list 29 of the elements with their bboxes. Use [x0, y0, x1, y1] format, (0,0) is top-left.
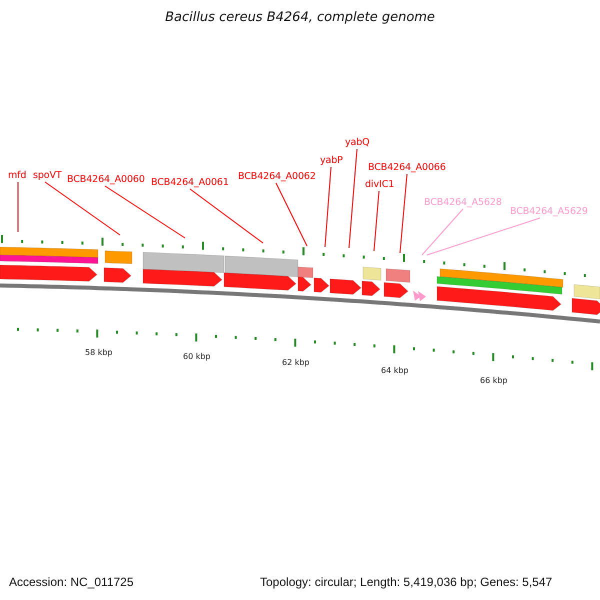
leader-line: [190, 188, 264, 244]
scale-label: 58 kbp: [85, 347, 113, 359]
leader-line: [104, 186, 186, 238]
gene-label: yabQ: [345, 137, 370, 149]
leader-line: [324, 166, 332, 248]
gene-label: BCB4264_A0066: [368, 162, 446, 174]
scale-label: 60 kbp: [183, 351, 211, 363]
gene-label: divIC1: [365, 179, 394, 191]
leader-line: [374, 190, 380, 252]
scale-label: 66 kbp: [480, 375, 508, 387]
leader-line: [44, 182, 120, 236]
gene-label: BCB4264_A5628: [424, 197, 502, 209]
footer-text: Topology: circular; Length: 5,419,036 bp; Genes: 5,547: [260, 575, 552, 590]
leader-line: [400, 174, 408, 254]
diagram-title: Bacillus cereus B4264, complete genome: [164, 10, 436, 26]
footer-text: Accession: NC_011725: [9, 575, 134, 590]
gene-label: yabP: [320, 155, 343, 167]
gene-label: BCB4264_A0060: [67, 174, 145, 186]
gene-label: spoVT: [33, 170, 62, 182]
gene-label: BCB4264_A5629: [510, 206, 588, 218]
scale-label: 64 kbp: [381, 365, 409, 377]
leader-line: [422, 208, 464, 256]
gene-label: BCB4264_A0062: [238, 171, 316, 183]
scale-label: 62 kbp: [282, 357, 310, 369]
gene-label: mfd: [8, 170, 26, 182]
leader-line: [348, 148, 358, 248]
leader-line: [426, 218, 540, 256]
gene-label: BCB4264_A0061: [151, 177, 229, 189]
leader-line: [276, 182, 308, 246]
